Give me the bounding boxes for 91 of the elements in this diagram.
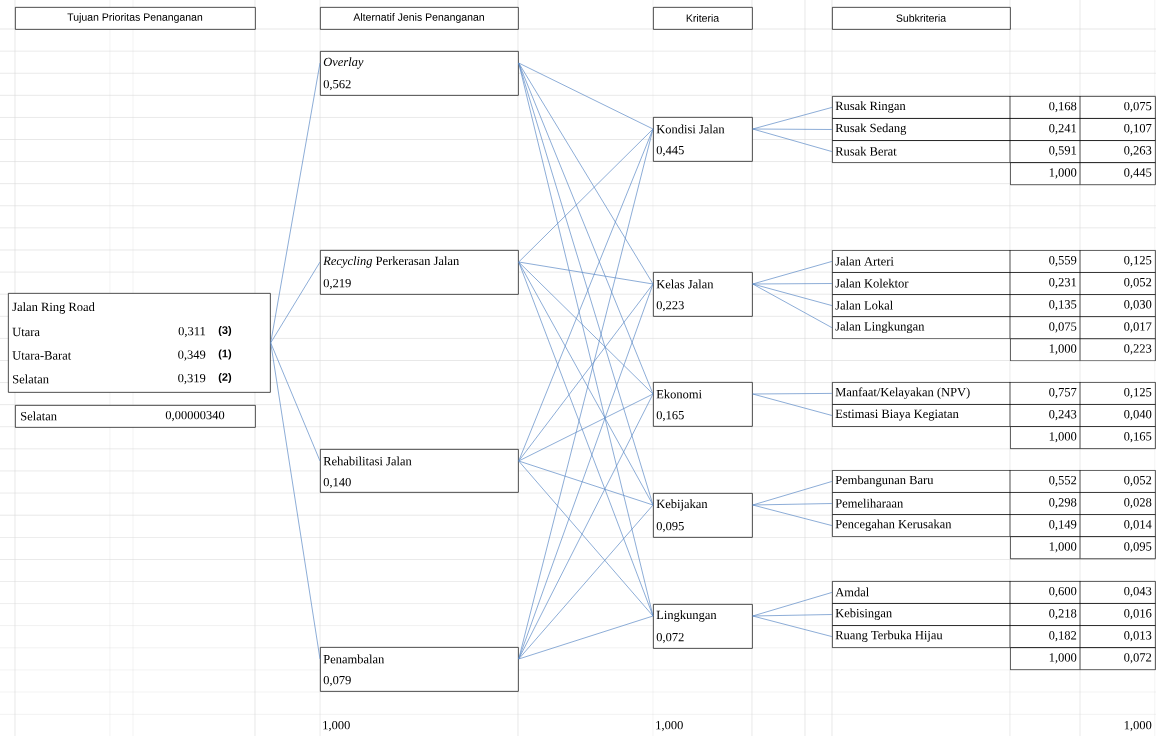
connector-line (518, 128, 654, 660)
header-cell: Alternatif Jenis Penanganan (320, 7, 519, 30)
node-label: Jalan Lokal (835, 300, 893, 310)
connector-line (518, 261, 654, 617)
total-row: 1,000 0,223 (1010, 338, 1156, 362)
alternative-box: Overlay 0,562 (320, 51, 519, 96)
connector-line (752, 393, 833, 416)
node-label: Kebisingan (835, 608, 892, 620)
node-label: 0,028 (1124, 498, 1152, 509)
node-label: 0,125 (1124, 255, 1152, 267)
alternative-box: Penambalan 0,079 (320, 647, 519, 692)
connector-line (518, 261, 654, 285)
criterion-box: Kelas Jalan 0,223 (653, 272, 753, 317)
node-label: Pemeliharaan (835, 498, 904, 508)
connector-line (752, 504, 833, 526)
connector-line (752, 393, 833, 395)
total-value: 1,000 (656, 720, 683, 732)
node-label: 0,040 (1124, 409, 1152, 421)
criterion-box: Lingkungan 0,072 (653, 604, 753, 649)
header-cell: Subkriteria (832, 7, 1011, 30)
subcriterion-row: Jalan Kolektor 0,231 0,052 (832, 271, 1156, 295)
total-row: 1,000 0,095 (1010, 535, 1156, 560)
subcriterion-row: Pembangunan Baru 0,552 0,052 (832, 469, 1156, 493)
connector-line (752, 283, 833, 285)
subcriterion-row: Pemeliharaan 0,298 0,028 (832, 491, 1156, 515)
subcriterion-row: Rusak Sedang 0,241 0,107 (832, 117, 1156, 141)
connector-line (752, 283, 833, 306)
connector-line (518, 62, 654, 130)
node-label: 0,016 (1124, 609, 1152, 620)
connector-line (518, 393, 654, 462)
connector-line (270, 342, 321, 660)
node-label: Jalan Kolektor (835, 278, 909, 288)
connector-line (518, 504, 654, 660)
node-label: 0,241 (1049, 123, 1077, 135)
total-value: 1,000 (323, 720, 350, 732)
subcriterion-row: Jalan Arteri 0,559 0,125 (832, 249, 1156, 273)
connector-line (518, 393, 654, 660)
node-label: 0,107 (1124, 123, 1152, 135)
connector-line (752, 614, 833, 617)
connector-line (518, 62, 654, 506)
alternative-box: Rehabilitasi Jalan 0,140 (320, 449, 519, 493)
subcriterion-row: Manfaat/Kelayakan (NPV) 0,757 0,125 (832, 381, 1156, 405)
total-value: 1,000 (1124, 720, 1152, 732)
total-row: 1,000 0,165 (1010, 425, 1156, 449)
node-label: 0,243 (1049, 409, 1077, 421)
node-label: 0,135 (1049, 300, 1077, 311)
node-label: 0,559 (1049, 255, 1077, 267)
connector-line (270, 261, 321, 344)
connector-line (518, 460, 654, 506)
subcriterion-row: Jalan Lokal 0,135 0,030 (832, 293, 1156, 317)
connector-line (518, 283, 654, 462)
connector-line (752, 283, 833, 329)
connector-line (518, 460, 654, 617)
connector-line (518, 615, 654, 660)
node-label: 0,298 (1049, 498, 1077, 509)
connector-line (518, 261, 654, 506)
result-cell: Selatan 0,00000340 (15, 405, 256, 428)
node-label: 0,149 (1049, 520, 1077, 531)
goal-table: Jalan Ring Road Utara 0,311 (3) Utara-Barat 0,349 (1) Selatan 0,319 (2) (8, 293, 271, 393)
node-label: Pencegahan Kerusakan (835, 519, 952, 531)
connector-line (518, 128, 654, 263)
criterion-box: Ekonomi 0,165 (653, 382, 753, 427)
connector-line (752, 128, 833, 130)
node-label: Jalan Arteri (835, 256, 894, 266)
alternative-box: Recycling Perkerasan Jalan 0,219 (320, 250, 519, 295)
subcriterion-row: Kebisingan 0,218 0,016 (832, 602, 1156, 626)
connector-line (518, 62, 654, 285)
node-label: 0,030 (1124, 300, 1152, 311)
connector-line (752, 481, 833, 506)
connector-line (752, 503, 833, 506)
node-label: 0,231 (1049, 277, 1077, 289)
connector-line (518, 128, 654, 462)
subcriterion-row: Rusak Ringan 0,168 0,075 (832, 95, 1156, 119)
connector-line (270, 62, 321, 344)
connector-line (752, 592, 833, 617)
node-label: 0,014 (1124, 520, 1152, 531)
total-row: 1,000 0,072 (1010, 646, 1156, 671)
connector-line (752, 615, 833, 637)
node-label: Rusak Sedang (835, 123, 907, 135)
connector-line (518, 261, 654, 395)
node-label: 0,052 (1124, 277, 1152, 289)
header-cell: Tujuan Prioritas Penanganan (15, 7, 256, 30)
total-row: 1,000 0,445 (1010, 161, 1156, 186)
criterion-box: Kondisi Jalan 0,445 (653, 117, 753, 162)
connector-line (752, 128, 833, 152)
criterion-box: Kebijakan 0,095 (653, 493, 753, 538)
node-label: 0,218 (1049, 609, 1077, 620)
header-cell: Kriteria (653, 7, 753, 30)
subcriterion-row: Amdal 0,600 0,043 (832, 580, 1156, 604)
node-label: Estimasi Biaya Kegiatan (835, 409, 959, 421)
connector-line (270, 342, 321, 462)
